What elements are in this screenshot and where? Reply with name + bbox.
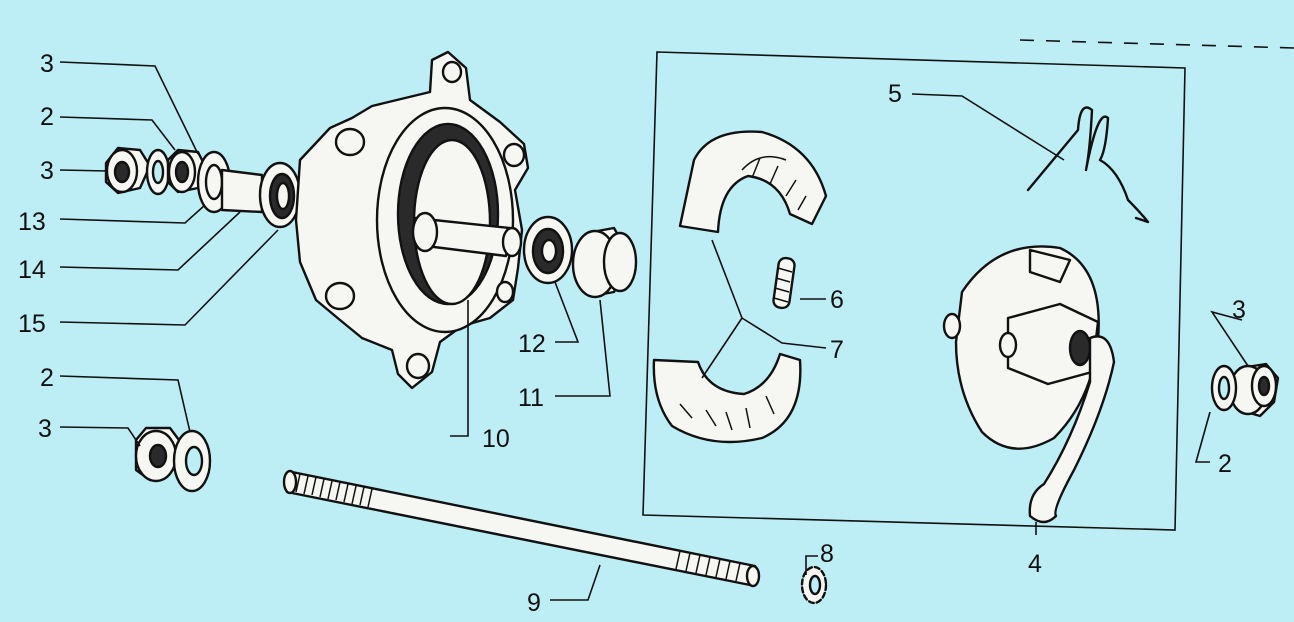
spring-clip	[1026, 106, 1150, 224]
cap-11	[571, 226, 638, 299]
callout-7: 7	[830, 336, 844, 364]
lock-washer	[800, 565, 828, 605]
callout-5: 5	[888, 80, 902, 108]
bearing-12	[522, 215, 574, 285]
callout-3: 3	[40, 50, 54, 78]
callout-4: 4	[1028, 550, 1042, 578]
leader-lines	[59, 61, 1249, 601]
callout-2: 2	[40, 364, 54, 392]
left-spindle-stack	[104, 146, 302, 229]
brake-backplate	[942, 245, 1116, 524]
axle-rod	[282, 469, 761, 588]
callout-3: 3	[40, 157, 54, 185]
callout-10: 10	[482, 425, 510, 453]
brake-shoes	[652, 130, 828, 444]
callout-3: 3	[1232, 296, 1246, 324]
left-nut-washer	[134, 426, 212, 493]
frame-dash-line	[1019, 39, 1294, 49]
spring-6	[772, 256, 796, 310]
wheel-hub	[294, 50, 530, 390]
callout-numbers: 3 2 3 13 14 15 2 3 12 11 10 9 8 5 6 7 4 …	[18, 50, 1246, 617]
callout-9: 9	[527, 589, 541, 617]
callout-2: 2	[1218, 450, 1232, 478]
callout-15: 15	[18, 310, 46, 338]
callout-6: 6	[830, 286, 844, 314]
callout-11: 11	[518, 384, 544, 412]
brake-assembly-frame	[642, 51, 1186, 531]
callout-2: 2	[40, 103, 54, 131]
callout-13: 13	[18, 208, 46, 236]
callout-3: 3	[38, 415, 52, 443]
callout-14: 14	[18, 256, 46, 284]
callout-12: 12	[518, 330, 546, 358]
callout-8: 8	[820, 540, 834, 568]
right-nut-washer	[1210, 362, 1280, 418]
